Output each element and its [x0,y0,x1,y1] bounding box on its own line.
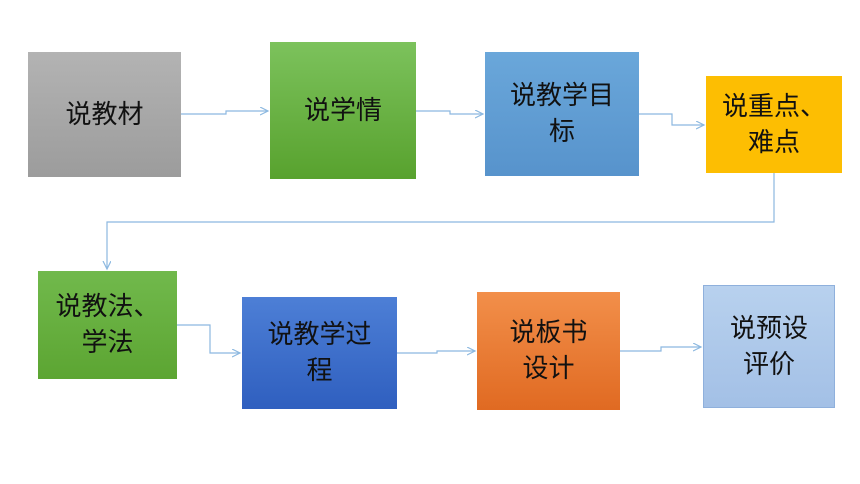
step-label-line: 说教法、 [55,292,160,322]
step-label-line: 难点 [747,127,800,158]
step-label-line: 说预设 [729,313,808,344]
step-shuo-jiaofa-xuefa: 说教法、 学法 [38,271,177,379]
step-shuo-jiaoxue-mubiao: 说教学目 标 [485,52,639,176]
step-shuo-zhongdian-nandian: 说重点、 难点 [706,76,842,173]
step-shuo-jiaoxue-guocheng: 说教学过 程 [242,297,397,409]
connector-2-3 [416,111,483,114]
step-label-line: 说教材 [65,99,144,130]
connector-1-2 [181,111,268,114]
step-label-line: 说学情 [303,95,382,126]
step-label-line: 设计 [522,354,575,384]
step-label-line: 说教学目 [509,81,614,111]
step-label-line: 标 [548,117,575,147]
step-label-line: 说重点、 [721,91,826,122]
step-shuo-yushe-pingjia: 说预设 评价 [703,285,835,408]
connector-4-5 [107,173,775,269]
connector-7-8 [620,347,701,352]
connector-3-4 [639,113,704,125]
step-label-line: 评价 [742,349,795,380]
step-shuo-xueqing: 说学情 [270,42,416,179]
step-label-line: 说教学过 [267,320,372,350]
step-label-line: 程 [306,356,333,386]
connector-5-6 [177,324,240,353]
step-shuo-jiaocai: 说教材 [28,52,181,177]
connector-6-7 [397,351,475,353]
step-label-line: 说板书 [509,318,588,348]
step-label-line: 学法 [81,328,134,358]
step-shuo-banshu-sheji: 说板书 设计 [477,292,620,410]
